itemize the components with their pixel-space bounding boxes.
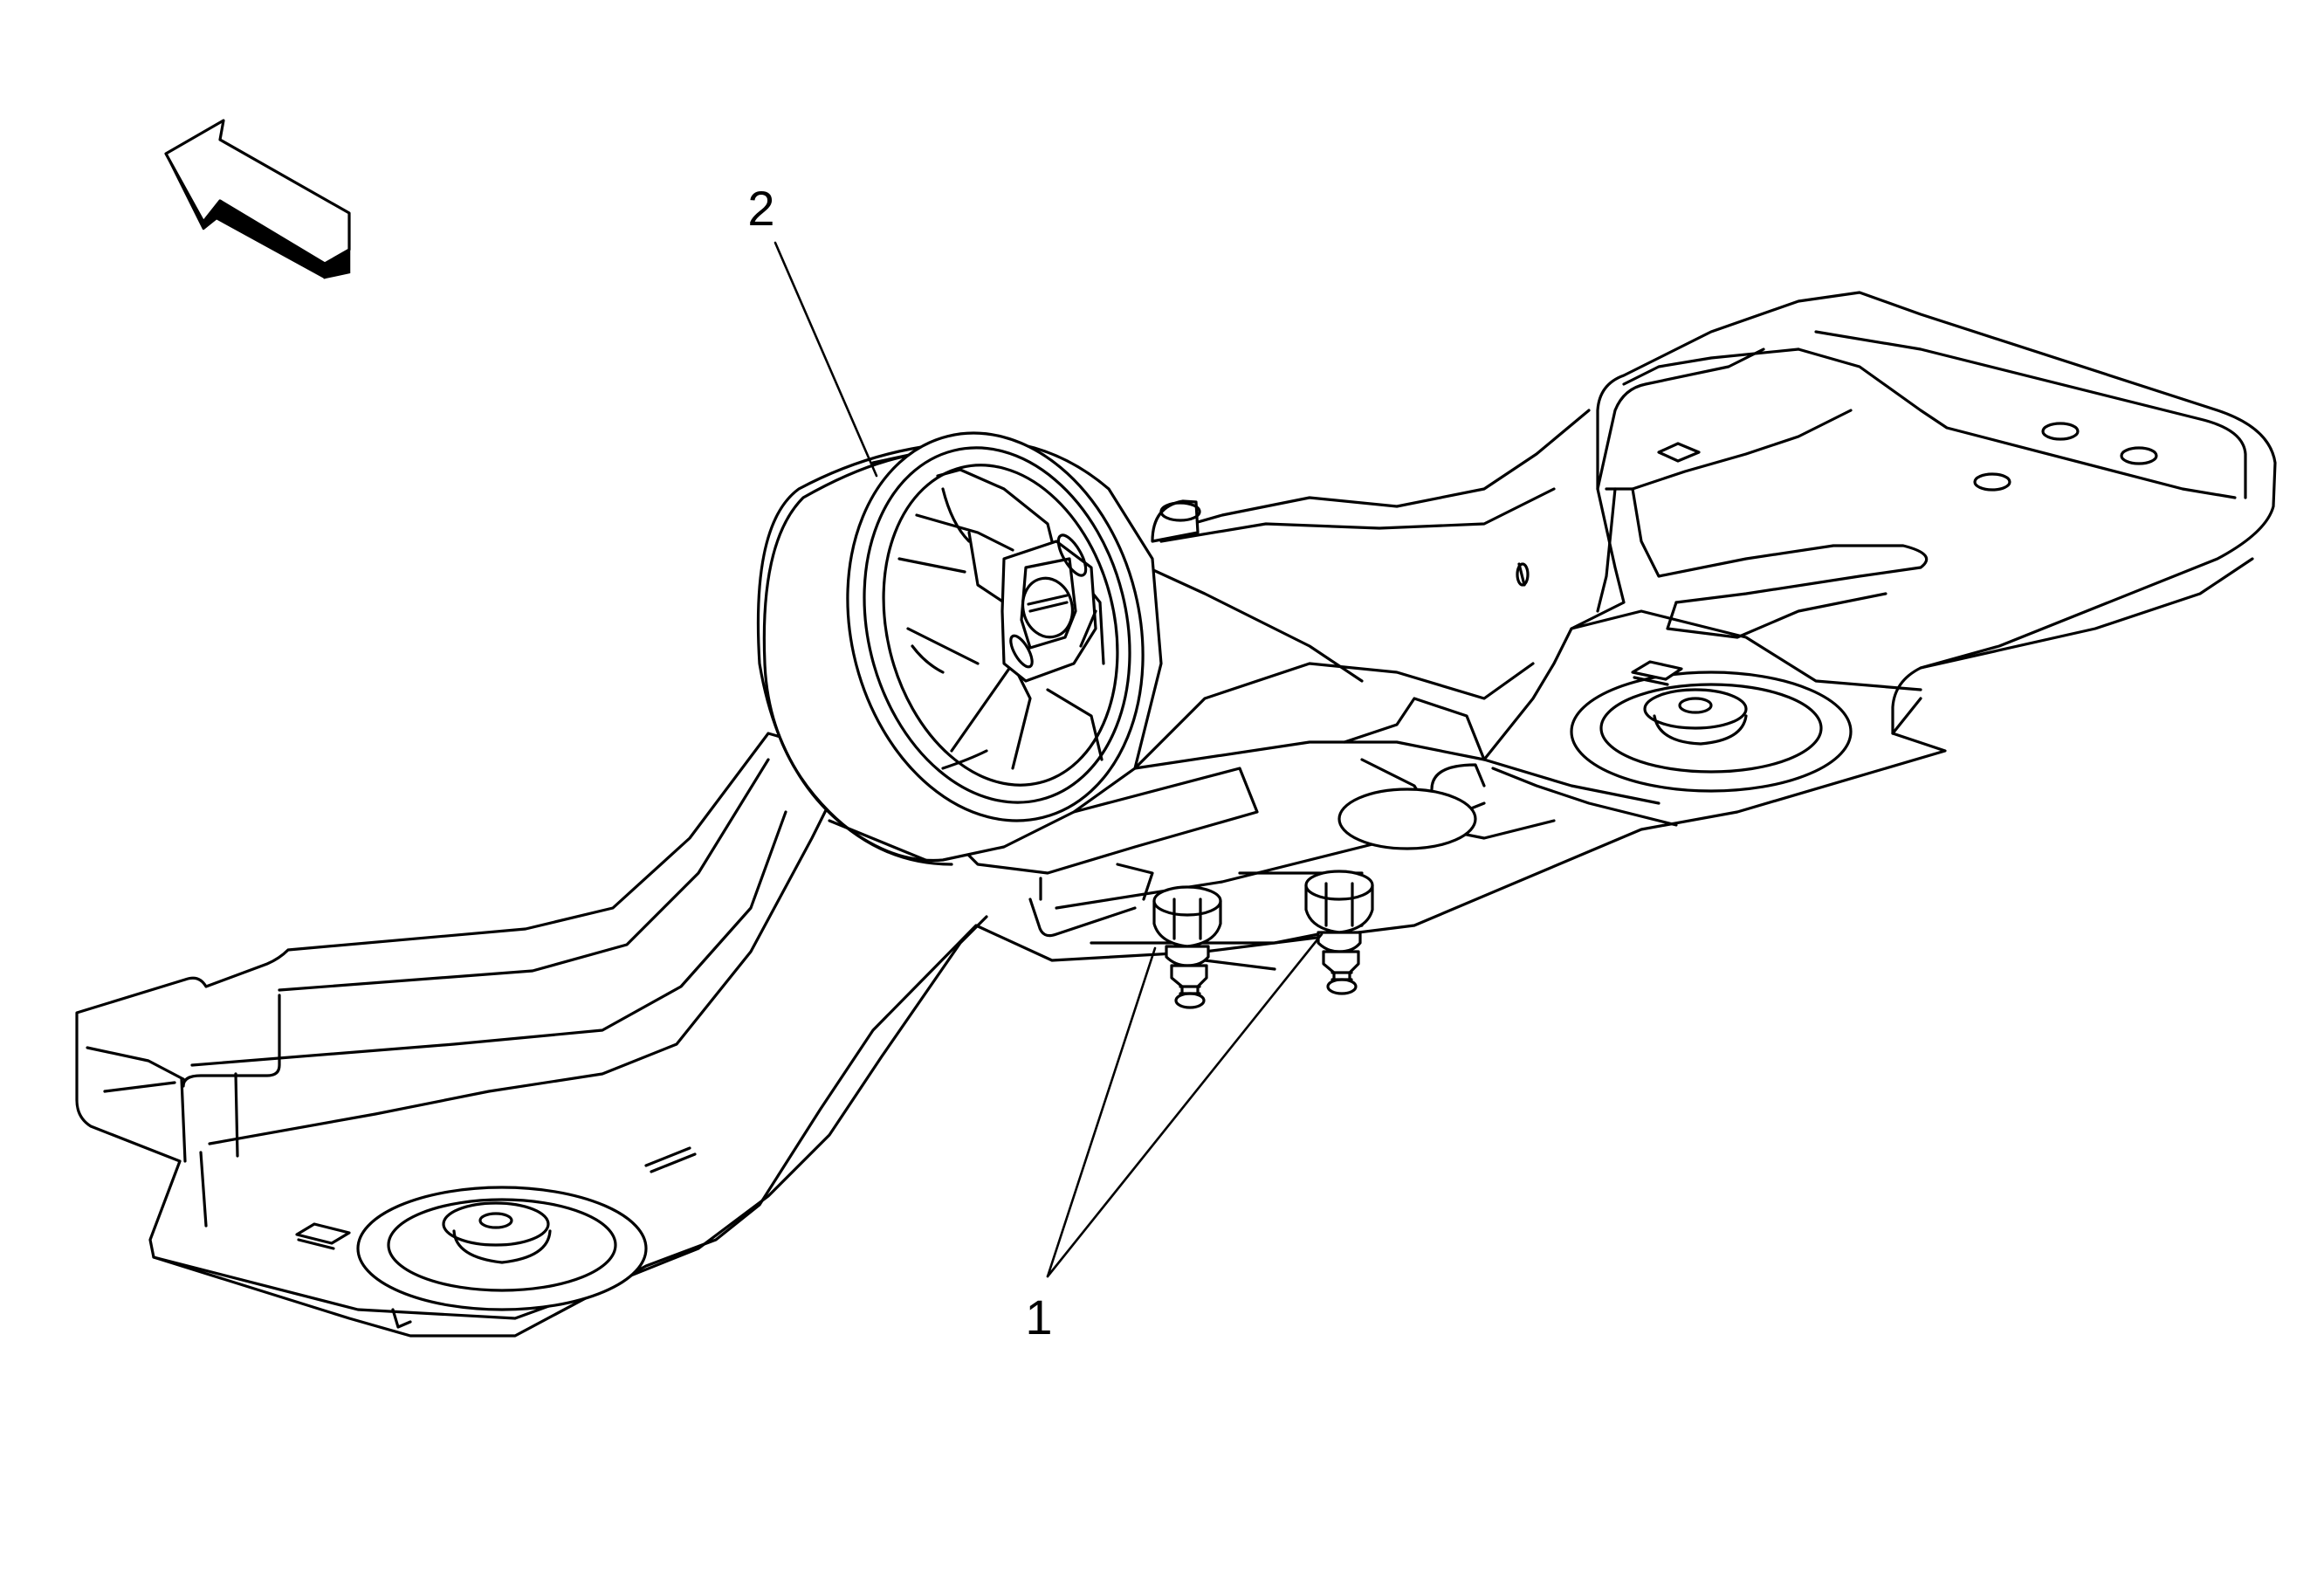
leader-bolt-left	[1046, 946, 1157, 1278]
engine-mount	[756, 431, 1364, 875]
bolt-right	[1304, 870, 1374, 995]
mount-bolts	[1152, 870, 1374, 1009]
front-direction-arrow-icon	[164, 119, 351, 279]
callout-1-bolts: 1	[1025, 1290, 1052, 1345]
leader-mount	[774, 241, 878, 478]
callout-2-mount: 2	[747, 181, 774, 236]
leader-lines	[774, 241, 1324, 1278]
bolt-left	[1152, 885, 1222, 1009]
leader-bolt-right	[1046, 932, 1324, 1278]
